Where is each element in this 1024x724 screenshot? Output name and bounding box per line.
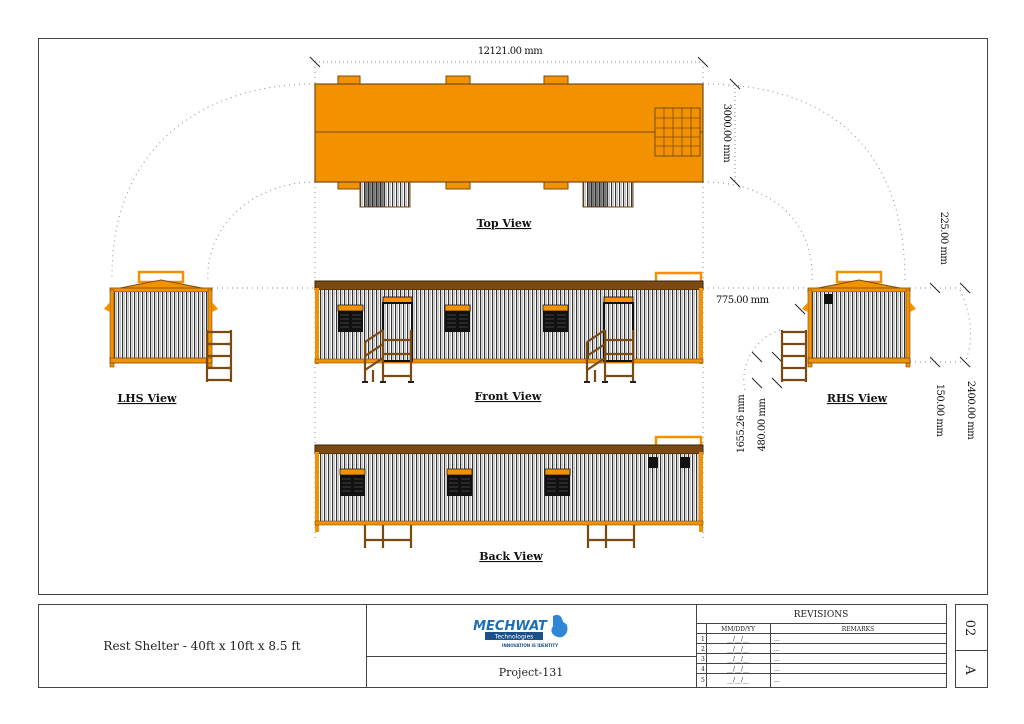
svg-text:__/__/__: __/__/__: [727, 636, 749, 643]
dimension-base-label: 150.00 mm: [934, 384, 945, 438]
svg-text:__/__/__: __/__/__: [727, 677, 749, 684]
dimension-width: 3000.00 mm: [721, 78, 741, 188]
projection-lines: [111, 62, 971, 540]
logo-name: MECHWAT: [473, 619, 548, 634]
top-view: [314, 75, 704, 208]
svg-text:1: 1: [701, 636, 705, 643]
svg-text:__/__/__: __/__/__: [727, 646, 749, 653]
dimension-roof-label: 225.00 mm: [938, 212, 949, 266]
back-view: [314, 435, 704, 548]
svg-text:3: 3: [701, 656, 705, 663]
svg-text:...: ...: [774, 677, 780, 684]
dimension-length-label: 12121.00 mm: [478, 46, 543, 57]
project-name: Project-131: [499, 666, 564, 679]
svg-text:2: 2: [701, 646, 705, 653]
drawing-frame: [38, 38, 988, 595]
sheet-number: 02: [962, 620, 977, 637]
svg-text:4: 4: [701, 666, 705, 673]
svg-text:...: ...: [774, 656, 780, 663]
revisions-remarks-header: REMARKS: [842, 626, 874, 633]
company-logo: MECHWAT Technologies INNOVATION IS IDENT…: [473, 614, 568, 648]
revisions-date-header: MM/DD/YY: [721, 626, 756, 633]
back-view-label: Back View: [479, 550, 543, 563]
svg-text:__/__/__: __/__/__: [727, 656, 749, 663]
dimension-height-label: 2400.00 mm: [965, 381, 976, 441]
front-view-label: Front View: [475, 390, 542, 403]
logo-sub: Technologies: [494, 634, 534, 641]
svg-text:...: ...: [774, 636, 780, 643]
top-view-label: Top View: [477, 217, 532, 230]
dimension-width-label: 3000.00 mm: [721, 104, 732, 164]
logo-tagline: INNOVATION IS IDENTITY: [502, 643, 558, 648]
dimension-overhang-label: 775.00 mm: [716, 295, 770, 306]
rhs-view: [780, 270, 918, 382]
drawing-title: Rest Shelter - 40ft x 10ft x 8.5 ft: [103, 639, 300, 653]
front-view: [314, 271, 704, 385]
dimension-ticks: [751, 282, 971, 389]
svg-text:5: 5: [701, 677, 705, 684]
dimension-stair-step-label: 480.00 mm: [757, 398, 768, 452]
dimension-length: 12121.00 mm: [309, 46, 709, 68]
svg-text:...: ...: [774, 646, 780, 653]
rhs-view-label: RHS View: [827, 392, 888, 405]
lhs-view-label: LHS View: [118, 392, 177, 405]
svg-text:...: ...: [774, 666, 780, 673]
svg-text:__/__/__: __/__/__: [727, 666, 749, 673]
logo-hand-icon: [551, 614, 568, 638]
revisions-heading: REVISIONS: [794, 610, 849, 620]
sheet-size: A: [962, 664, 977, 675]
lhs-view: [102, 270, 233, 382]
title-block: [38, 604, 988, 688]
dimension-stair-height-label: 1655.26 mm: [736, 394, 747, 454]
revisions-rows: 1 __/__/__ ... 2 __/__/__ ... 3 __/__/__…: [701, 636, 780, 684]
